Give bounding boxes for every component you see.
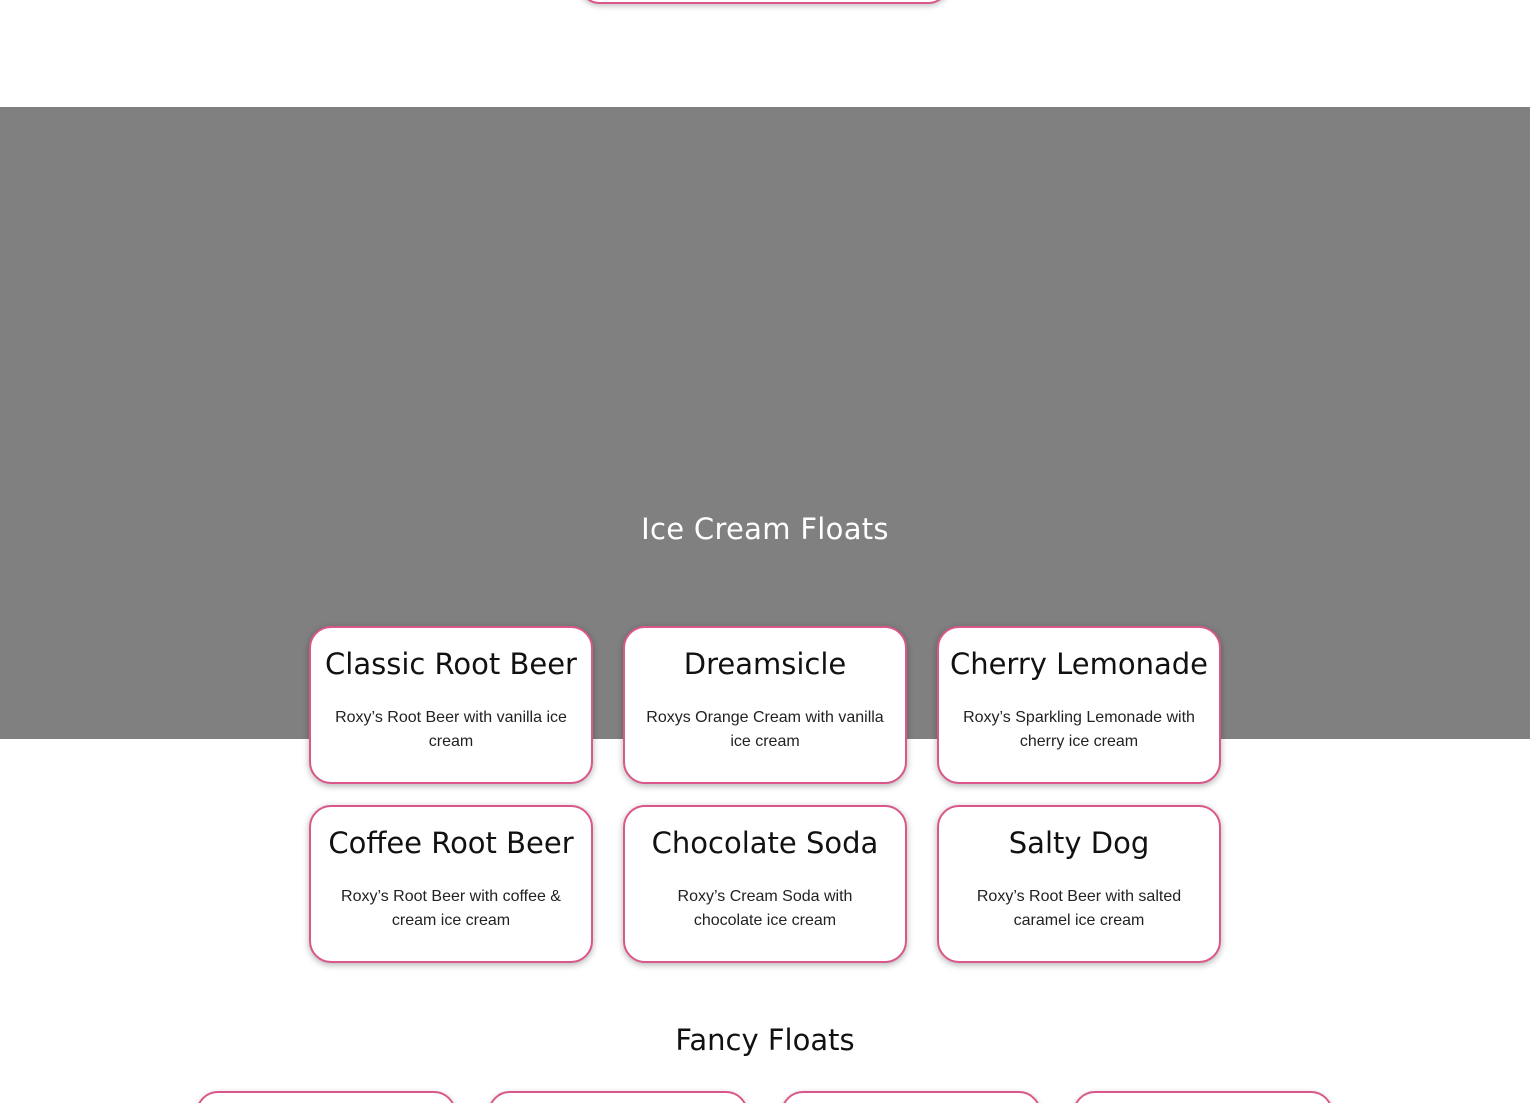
float-card-coffee-root-beer: Coffee Root Beer Roxy’s Root Beer with c… bbox=[309, 805, 593, 963]
float-card-title: Cherry Lemonade bbox=[949, 647, 1209, 681]
previous-section-card bbox=[578, 0, 950, 4]
float-card-description: Roxy’s Root Beer with vanilla ice cream bbox=[335, 709, 567, 750]
float-card-description: Roxys Orange Cream with vanilla ice crea… bbox=[646, 709, 884, 750]
float-card-title: Coffee Root Beer bbox=[328, 826, 574, 860]
hero-title: Ice Cream Floats bbox=[641, 512, 889, 546]
fancy-float-card bbox=[1073, 1091, 1333, 1103]
float-card-description: Roxy’s Root Beer with salted caramel ice… bbox=[976, 888, 1182, 929]
float-card-dreamsicle: Dreamsicle Roxys Orange Cream with vanil… bbox=[623, 626, 907, 784]
fancy-float-card bbox=[196, 1091, 456, 1103]
float-card-description: Roxy’s Root Beer with coffee & cream ice… bbox=[341, 888, 561, 929]
float-card-chocolate-soda: Chocolate Soda Roxy’s Cream Soda with ch… bbox=[623, 805, 907, 963]
float-card-title: Dreamsicle bbox=[683, 647, 847, 681]
float-card-description: Roxy’s Cream Soda with chocolate ice cre… bbox=[677, 888, 853, 929]
float-card-title: Classic Root Beer bbox=[325, 647, 577, 681]
float-card-cherry-lemonade: Cherry Lemonade Roxy’s Sparkling Lemonad… bbox=[937, 626, 1221, 784]
fancy-floats-heading: Fancy Floats bbox=[675, 1023, 855, 1057]
float-card-title: Salty Dog bbox=[1008, 826, 1150, 860]
float-card-classic-root-beer: Classic Root Beer Roxy’s Root Beer with … bbox=[309, 626, 593, 784]
float-card-title: Chocolate Soda bbox=[651, 826, 879, 860]
float-card-salty-dog: Salty Dog Roxy’s Root Beer with salted c… bbox=[937, 805, 1221, 963]
float-card-description: Roxy’s Sparkling Lemonade with cherry ic… bbox=[963, 709, 1195, 750]
fancy-float-card bbox=[781, 1091, 1041, 1103]
fancy-float-card bbox=[488, 1091, 748, 1103]
